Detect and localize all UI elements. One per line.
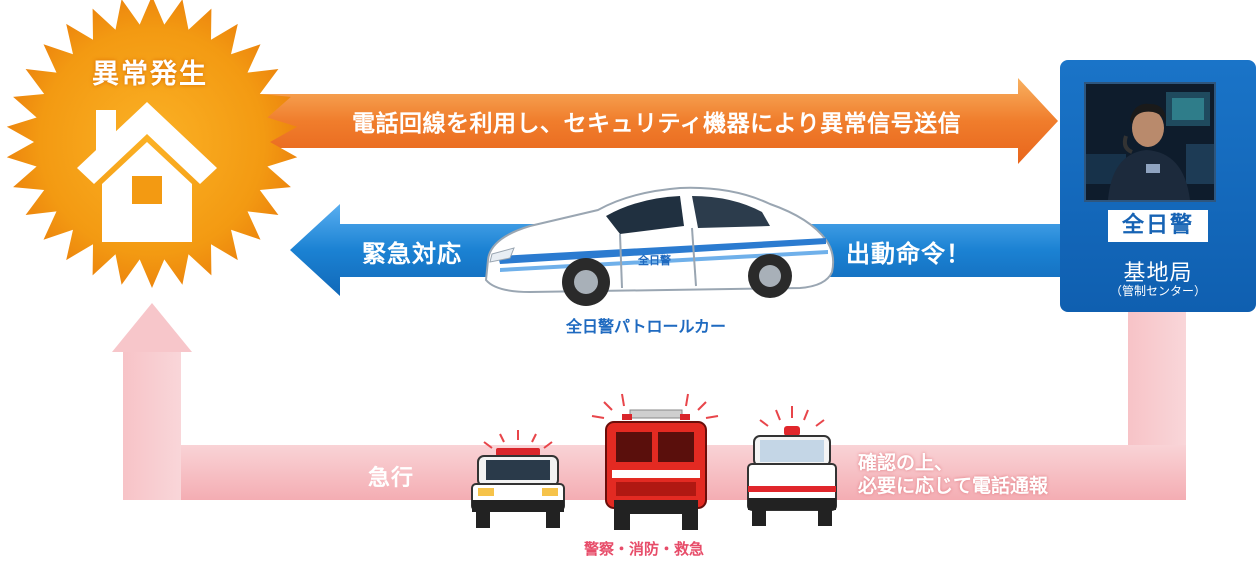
operator-photo	[1084, 82, 1216, 202]
incident-starburst	[6, 0, 298, 288]
incident-title: 異常発生	[92, 59, 208, 90]
base-station-panel: 全日警 基地局 （管制センター）	[1060, 60, 1256, 312]
station-name: 基地局	[1123, 261, 1193, 286]
emergency-services-caption: 警察・消防・救急	[584, 540, 705, 558]
rush-label: 急行	[368, 466, 415, 491]
operator-icon	[1086, 84, 1214, 200]
signal-label: 電話回線を利用し、セキュリティ機器により異常信号送信	[352, 111, 962, 137]
confirm-line-2: 必要に応じて電話通報	[858, 475, 1049, 497]
patrol-car-caption: 全日警パトロールカー	[566, 317, 727, 336]
confirm-line-1: 確認の上、	[858, 452, 954, 474]
station-subtitle: （管制センター）	[1109, 284, 1206, 298]
house-icon	[77, 102, 217, 242]
ambulance-icon	[747, 406, 837, 526]
company-logo: 全日警	[1108, 210, 1208, 242]
police-car-icon	[471, 430, 565, 528]
dispatch-order-label: 出動命令！	[846, 240, 971, 268]
confirm-report-label: 確認の上、 必要に応じて電話通報	[858, 452, 1048, 498]
fire-truck-icon	[591, 393, 719, 530]
car-door-logo: 全日警	[637, 253, 671, 267]
patrol-car-icon: 全日警	[484, 186, 835, 306]
emergency-response-label: 緊急対応	[362, 240, 462, 268]
